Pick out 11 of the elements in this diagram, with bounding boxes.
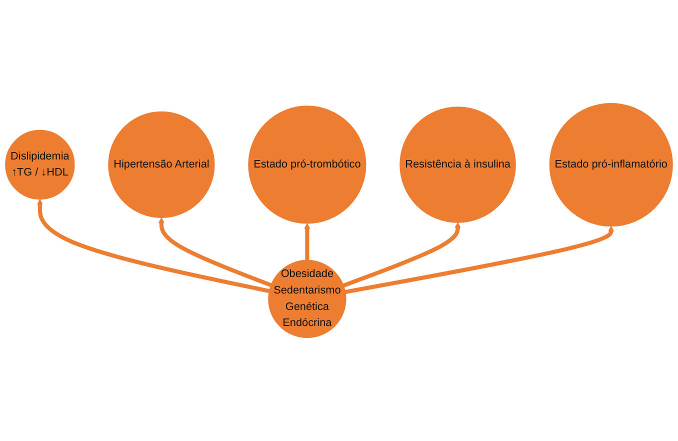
node-circle: Hipertensão Arterial: [108, 111, 215, 218]
node-circle: Obesidade Sedentarismo Genética Endócrina: [268, 260, 346, 338]
node-circle: Estado pró-trombótico: [248, 106, 366, 224]
arrow: [36, 198, 270, 294]
arrow: [158, 217, 272, 288]
arrow: [304, 223, 310, 260]
node-circle: Dislipidemia ↑TG / ↓HDL: [5, 130, 75, 200]
node-circle: Resistência à insulina: [400, 106, 516, 223]
node-circle: Estado pró-inflamatório: [549, 102, 673, 227]
arrow: [344, 226, 614, 294]
arrow: [342, 222, 461, 288]
